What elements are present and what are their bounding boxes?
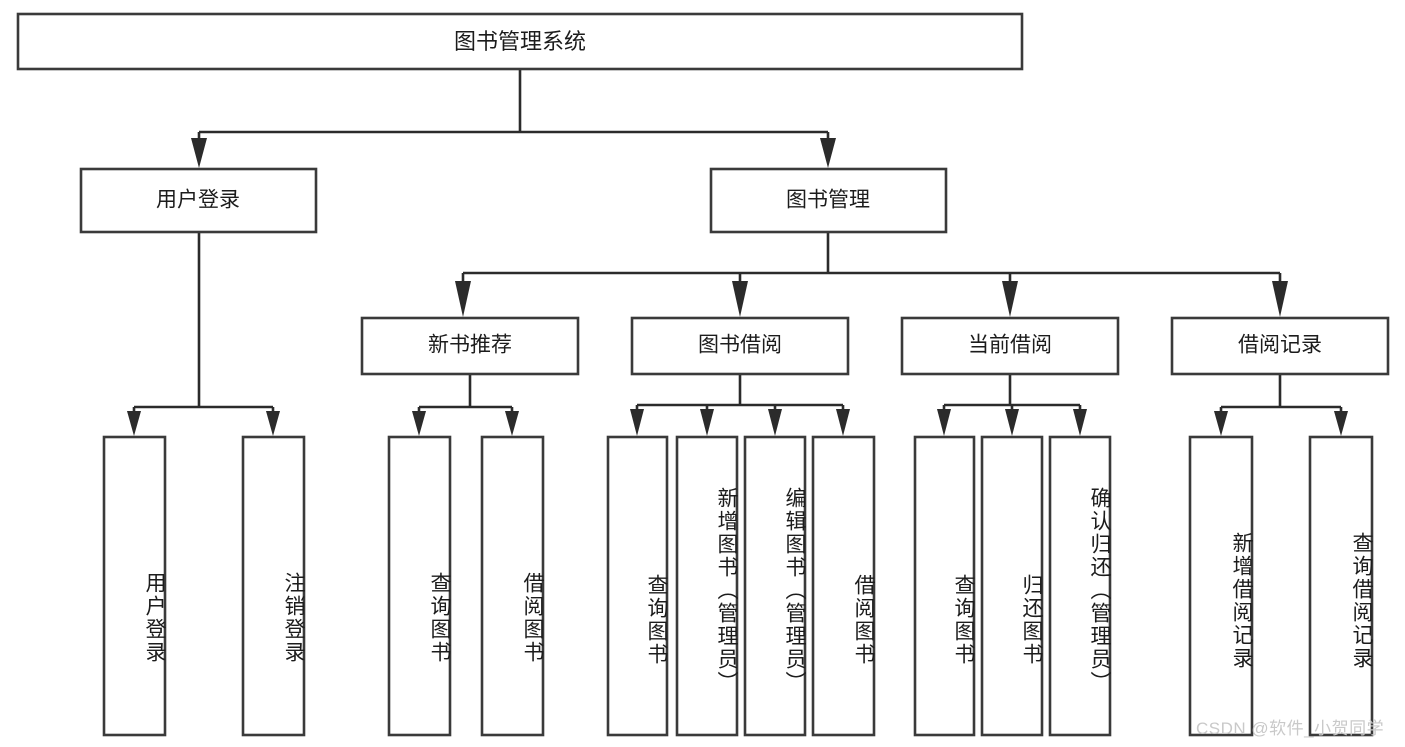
node-current-borrow-label: 当前借阅 xyxy=(968,334,1052,357)
connector-group-current-borrow xyxy=(937,374,1087,436)
arrow-head-book-manage xyxy=(820,138,836,168)
node-book-borrow-box xyxy=(630,316,850,376)
arrow-head-leaf-user-login xyxy=(127,411,141,436)
node-leaf-edit-book-box[interactable] xyxy=(743,435,807,737)
node-root[interactable]: 图书管理系统 xyxy=(16,12,1024,71)
node-book-borrow[interactable]: 图书借阅 xyxy=(630,316,850,376)
arrow-head-leaf-add-book xyxy=(700,409,714,436)
csdn-watermark: CSDN @软件_小贺同学 xyxy=(1196,719,1385,738)
node-current-borrow[interactable]: 当前借阅 xyxy=(900,316,1120,376)
node-leaf-query-record-box[interactable] xyxy=(1308,435,1374,737)
node-leaf-confirm-return-box[interactable] xyxy=(1048,435,1112,737)
arrow-head-leaf-borrow-book-1 xyxy=(505,411,519,436)
connector-group-user-login xyxy=(127,232,280,436)
connector-group-book-borrow xyxy=(630,374,850,436)
leaf-boxes xyxy=(102,435,1374,737)
node-user-login-label: 用户登录 xyxy=(156,189,240,212)
arrow-head-book-borrow xyxy=(732,281,748,317)
node-leaf-add-record-box[interactable] xyxy=(1188,435,1254,737)
connector-group-book-manage xyxy=(455,232,1288,317)
node-book-manage-box xyxy=(709,167,948,234)
node-borrow-record-box xyxy=(1170,316,1390,376)
arrow-head-leaf-query-book-2 xyxy=(630,409,644,436)
node-root-box xyxy=(16,12,1024,71)
node-leaf-borrow-book-2-box[interactable] xyxy=(811,435,876,737)
arrow-head-current-borrow xyxy=(1002,281,1018,317)
node-borrow-record-label: 借阅记录 xyxy=(1238,334,1322,357)
arrow-head-leaf-confirm-return xyxy=(1073,409,1087,436)
arrow-head-leaf-add-record xyxy=(1214,411,1228,436)
node-leaf-logout-login-box[interactable] xyxy=(241,435,306,737)
node-leaf-user-login-box[interactable] xyxy=(102,435,167,737)
arrow-head-leaf-logout-login xyxy=(266,411,280,436)
node-book-borrow-label: 图书借阅 xyxy=(698,334,782,357)
node-new-book-rec-box xyxy=(360,316,580,376)
arrow-head-leaf-query-record xyxy=(1334,411,1348,436)
connector-group-borrow-record xyxy=(1214,374,1348,436)
node-user-login-box xyxy=(79,167,318,234)
node-leaf-query-book-3-box[interactable] xyxy=(913,435,976,737)
node-new-book-rec-label: 新书推荐 xyxy=(428,334,512,357)
node-leaf-add-book-box[interactable] xyxy=(675,435,739,737)
arrow-head-borrow-record xyxy=(1272,281,1288,317)
node-root-label: 图书管理系统 xyxy=(454,29,586,54)
node-leaf-query-book-1-box[interactable] xyxy=(387,435,452,737)
arrow-head-new-book-rec xyxy=(455,281,471,317)
arrow-head-leaf-query-book-1 xyxy=(412,411,426,436)
node-leaf-borrow-book-1-box[interactable] xyxy=(480,435,545,737)
node-book-manage[interactable]: 图书管理 xyxy=(709,167,948,234)
node-leaf-return-book-box[interactable] xyxy=(980,435,1044,737)
node-new-book-rec[interactable]: 新书推荐 xyxy=(360,316,580,376)
node-user-login[interactable]: 用户登录 xyxy=(79,167,318,234)
connector-group-root xyxy=(191,69,836,168)
arrow-head-leaf-return-book xyxy=(1005,409,1019,436)
node-book-manage-label: 图书管理 xyxy=(786,189,870,212)
node-current-borrow-box xyxy=(900,316,1120,376)
arrow-head-leaf-query-book-3 xyxy=(937,409,951,436)
arrow-head-user-login xyxy=(191,138,207,168)
connector-group-new-book-rec xyxy=(412,374,519,436)
node-borrow-record[interactable]: 借阅记录 xyxy=(1170,316,1390,376)
arrow-head-leaf-borrow-book-2 xyxy=(836,409,850,436)
node-leaf-query-book-2-box[interactable] xyxy=(606,435,669,737)
arrow-head-leaf-edit-book xyxy=(768,409,782,436)
